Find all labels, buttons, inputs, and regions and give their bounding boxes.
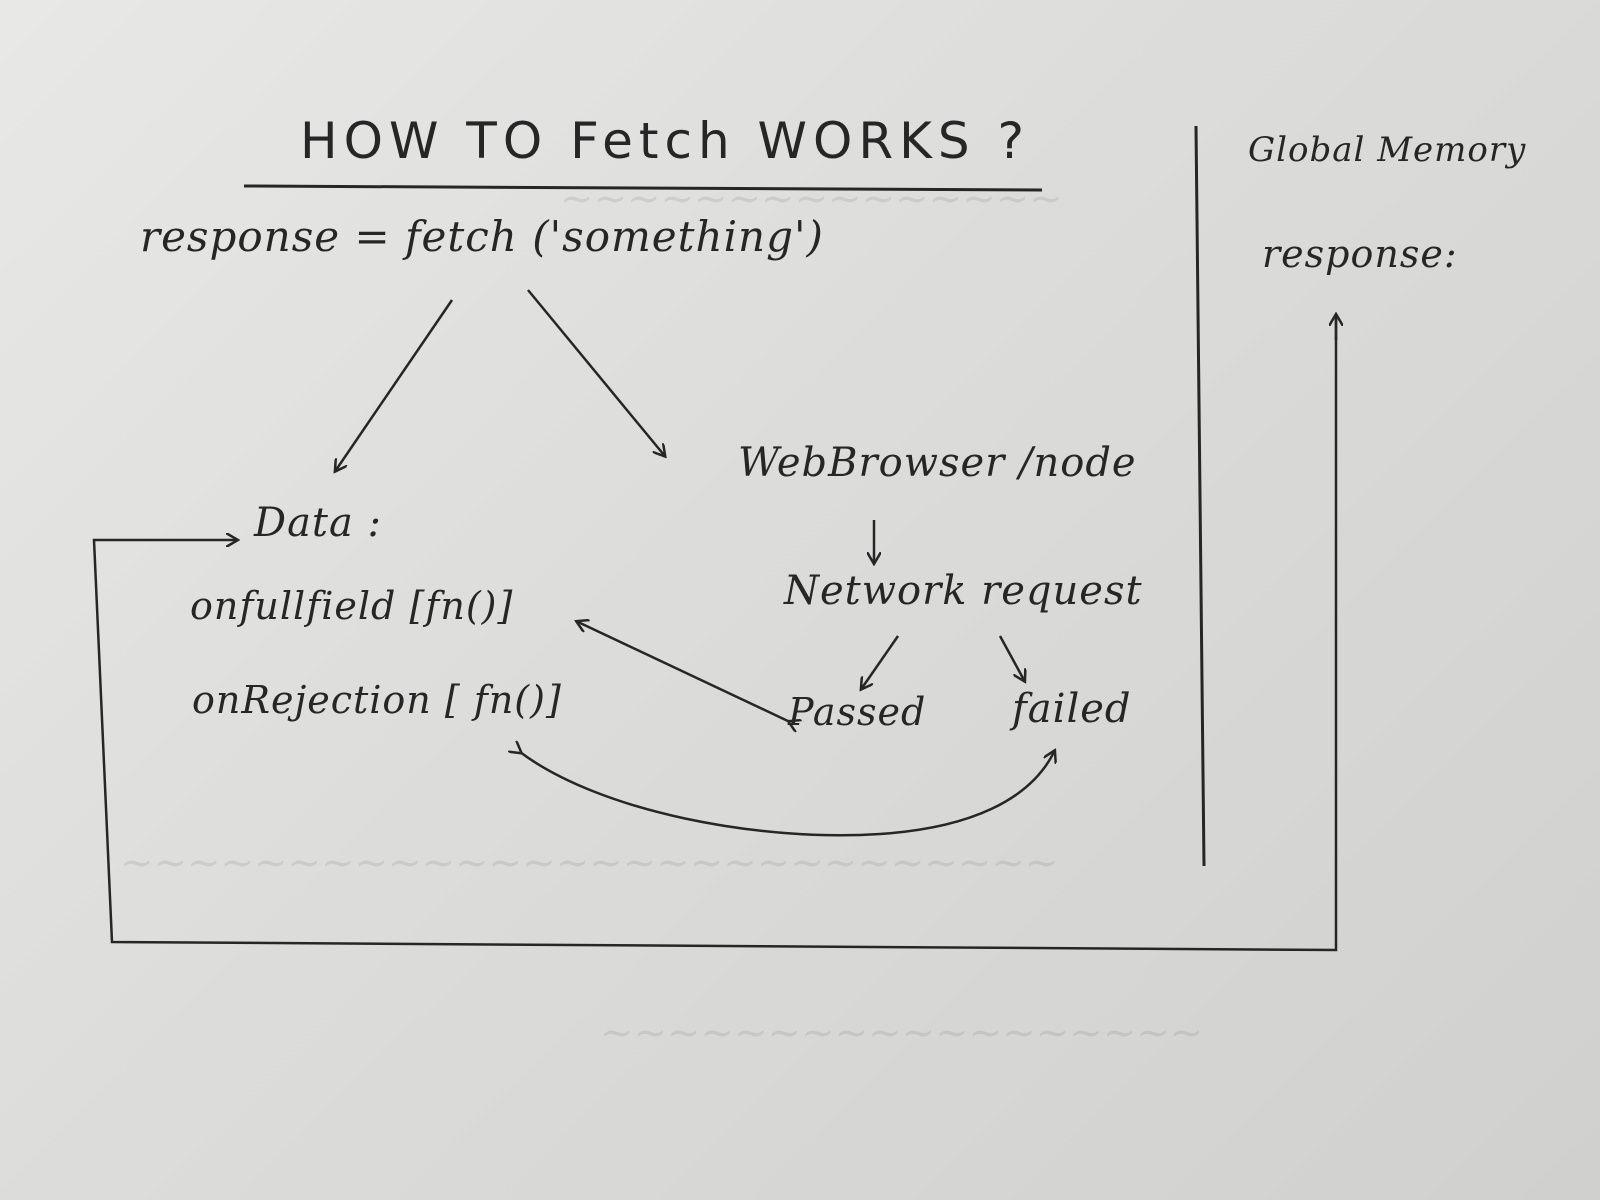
bleed-through-decoration: ~~~~~~~~~~~~~~~: [560, 176, 1063, 222]
title-underline: [243, 184, 1043, 192]
diagram-title: HOW TO Fetch WORKS ?: [300, 112, 1031, 170]
arrow-fetch-to-data: [336, 299, 454, 470]
failed-label: failed: [1012, 686, 1132, 732]
arrow-network-to-passed: [862, 635, 900, 688]
network-request-label: Network request: [784, 568, 1143, 614]
arrow-passed-to-onfulfilled: [578, 622, 790, 722]
arrow-fetch-to-browser: [527, 289, 664, 455]
memory-divider: [1194, 125, 1206, 867]
arrow-failed-to-onrejection: [520, 752, 1054, 837]
data-label: Data :: [254, 500, 383, 546]
environment-label: WebBrowser /node: [738, 440, 1137, 486]
bleed-through-decoration: ~~~~~~~~~~~~~~~~~~~~~~~~~~~~: [120, 840, 1059, 886]
global-memory-response-label: response:: [1262, 232, 1458, 276]
fetch-call-label: response = fetch ('something'): [140, 212, 824, 261]
passed-label: Passed: [788, 690, 927, 734]
arrow-network-to-failed: [998, 635, 1024, 680]
global-memory-title: Global Memory: [1248, 130, 1527, 170]
loop-memory-to-data: [92, 314, 1338, 952]
onrejection-label: onRejection [ fn()]: [192, 678, 562, 722]
bleed-through-decoration: ~~~~~~~~~~~~~~~~~~: [600, 1010, 1204, 1056]
onfulfilled-label: onfullfield [fn()]: [190, 584, 514, 628]
